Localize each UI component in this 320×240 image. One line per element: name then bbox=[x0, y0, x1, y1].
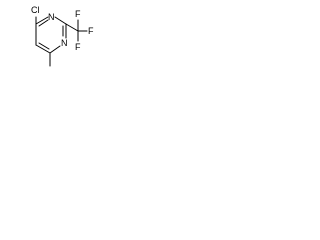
bond-n1-c6 bbox=[49, 45, 61, 54]
atom-n-top: N bbox=[48, 12, 55, 22]
bond-c6-c5-double bbox=[38, 42, 50, 50]
atom-f-bottom: F bbox=[75, 42, 81, 52]
bond-n3-c2 bbox=[54, 16, 67, 25]
bond-c4-n3 bbox=[35, 16, 49, 25]
atom-f-right: F bbox=[88, 26, 94, 36]
atom-labels: Cl N N F F F bbox=[31, 5, 94, 52]
pyrimidine-structure-diagram: Cl N N F F F bbox=[31, 5, 94, 67]
pyrimidine-ring bbox=[35, 16, 67, 54]
bond-c6-c5 bbox=[35, 44, 51, 54]
bond-c4-n3-double bbox=[38, 19, 49, 27]
substituent-bonds bbox=[35, 16, 88, 67]
bond-c2-cf3 bbox=[65, 23, 79, 32]
atom-f-top: F bbox=[75, 9, 81, 19]
atom-n-bottom: N bbox=[61, 38, 68, 48]
atom-cl: Cl bbox=[31, 5, 40, 15]
